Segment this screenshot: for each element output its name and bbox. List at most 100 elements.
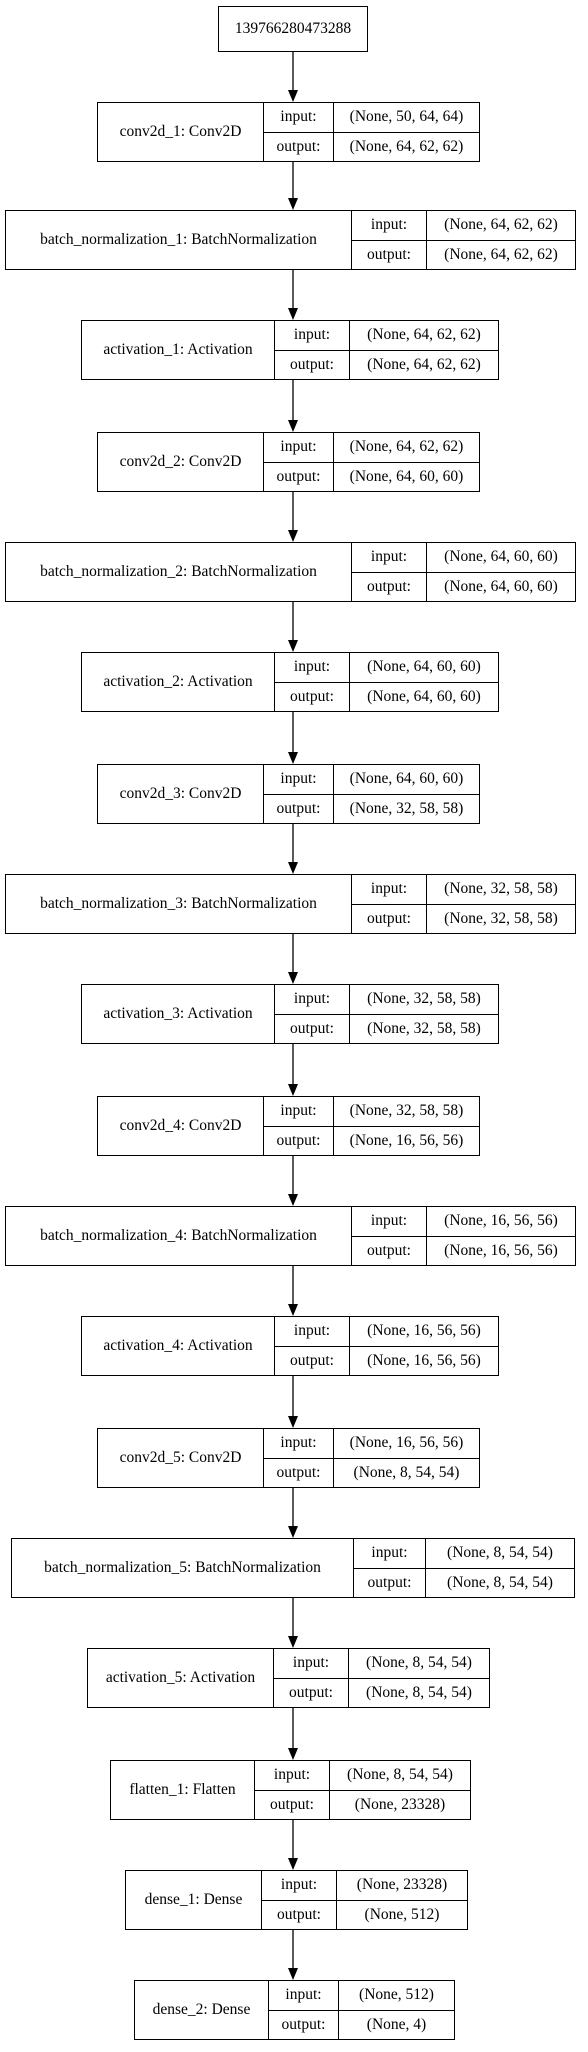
model-root-node: 139766280473288 xyxy=(218,6,368,52)
layer-output-row: output:(None, 64, 60, 60) xyxy=(352,571,575,601)
layer-input-label: input: xyxy=(255,1761,330,1790)
layer-input-row: input:(None, 8, 54, 54) xyxy=(354,1539,574,1568)
layer-io-table: input:(None, 32, 58, 58)output:(None, 16… xyxy=(264,1097,479,1155)
model-root-label: 139766280473288 xyxy=(234,20,352,37)
layer-node: batch_normalization_3: BatchNormalizatio… xyxy=(5,874,576,934)
layer-input-label: input: xyxy=(264,765,334,794)
layer-input-shape: (None, 16, 56, 56) xyxy=(349,1434,464,1452)
layer-input-row: input:(None, 32, 58, 58) xyxy=(264,1097,479,1126)
layer-node: batch_normalization_2: BatchNormalizatio… xyxy=(5,542,576,602)
layer-io-table: input:(None, 512)output:(None, 4) xyxy=(269,1981,454,2039)
layer-input-label: input: xyxy=(275,653,350,682)
layer-input-shape: (None, 512) xyxy=(359,1986,434,2004)
layer-input-label: input: xyxy=(352,1207,427,1236)
layer-input-shape: (None, 8, 54, 54) xyxy=(447,1544,553,1562)
layer-input-row: input:(None, 64, 60, 60) xyxy=(352,543,575,572)
layer-output-label: output: xyxy=(275,1346,350,1375)
layer-io-table: input: (None, 8, 54, 54)output: (None, 8, … xyxy=(274,1649,489,1707)
layer-node: batch_normalization_4: BatchNormalizatio… xyxy=(5,1206,576,1266)
layer-io-table: input:(None, 64, 62, 62)output:(None, 64… xyxy=(264,433,479,491)
layer-input-shape: (None, 32, 58, 58) xyxy=(444,880,558,898)
layer-input-shape: (None, 8, 54, 54) xyxy=(347,1766,453,1784)
layer-output-row: output:(None, 16, 56, 56) xyxy=(352,1235,575,1265)
layer-output-shape: (None, 32, 58, 58) xyxy=(367,1019,481,1037)
layer-input-label: input: xyxy=(352,875,427,904)
layer-output-shape: (None, 8, 54, 54) xyxy=(366,1683,472,1701)
layer-input-shape: (None, 32, 58, 58) xyxy=(367,990,481,1008)
layer-input-label: input: xyxy=(274,1649,349,1678)
layer-output-shape: (None, 64, 62, 62) xyxy=(444,245,558,263)
layer-name: batch_normalization_3: BatchNormalizatio… xyxy=(6,875,352,933)
layer-output-label: output: xyxy=(352,904,427,933)
layer-input-row: input:(None, 64, 62, 62) xyxy=(275,321,498,350)
layer-output-row: output:(None, 64, 60, 60) xyxy=(275,681,498,711)
layer-output-shape: (None, 64, 62, 62) xyxy=(367,355,481,373)
layer-output-row: output:(None, 8, 54, 54) xyxy=(264,1457,479,1487)
edge-arrowhead xyxy=(288,1526,298,1538)
layer-io-table: input:(None, 50, 64, 64)output:(None, 64… xyxy=(264,103,479,161)
layer-output-shape: (None, 8, 54, 54) xyxy=(353,1463,460,1481)
layer-output-shape: (None, 64, 60, 60) xyxy=(444,577,558,595)
layer-input-label: input: xyxy=(264,1097,334,1126)
layer-input-label: input: xyxy=(275,321,350,350)
layer-output-label: output: xyxy=(352,240,427,269)
layer-io-table: input:(None, 16, 56, 56)output:(None, 8,… xyxy=(264,1429,479,1487)
layer-io-table: input: (None, 8, 54, 54) output: (None, 233… xyxy=(255,1761,470,1819)
layer-input-row: input: (None, 512) xyxy=(269,1981,454,2010)
edge-arrowhead xyxy=(288,1858,298,1870)
layer-input-row: input:(None, 16, 56, 56) xyxy=(264,1429,479,1458)
layer-name: dense_2: Dense xyxy=(135,1981,269,2039)
edge-arrowhead xyxy=(288,1636,298,1648)
layer-output-row: output: (None, 64, 62, 62) xyxy=(352,239,575,269)
layer-name: batch_normalization_1: BatchNormalizatio… xyxy=(6,211,352,269)
layer-io-table: input: (None, 16, 56, 56) output:(None, 16… xyxy=(352,1207,575,1265)
edge-arrowhead xyxy=(288,1416,298,1428)
layer-output-row: output: (None, 8, 54, 54) xyxy=(274,1677,489,1707)
layer-output-shape: (None, 64, 62, 62) xyxy=(349,137,464,155)
edge-arrowhead xyxy=(288,862,298,874)
edge-arrowhead xyxy=(288,530,298,542)
layer-name: batch_normalization_2: BatchNormalizatio… xyxy=(6,543,352,601)
layer-output-row: output:(None, 16, 56, 56) xyxy=(264,1125,479,1155)
layer-output-shape: (None, 64, 60, 60) xyxy=(367,687,481,705)
layer-output-shape: (None, 16, 56, 56) xyxy=(367,1351,481,1369)
layer-io-table: input:(None, 64, 60, 60)output:(None, 64… xyxy=(352,543,575,601)
layer-name: conv2d_2: Conv2D xyxy=(98,433,264,491)
edge-arrowhead xyxy=(288,90,298,102)
layer-output-shape: (None, 32, 58, 58) xyxy=(349,799,464,817)
edge-arrowhead xyxy=(288,1748,298,1760)
layer-input-row: input:(None, 50, 64, 64) xyxy=(264,103,479,132)
layer-input-shape: (None, 16, 56, 56) xyxy=(444,1212,558,1230)
layer-output-label: output: xyxy=(264,462,334,491)
edge-arrowhead xyxy=(288,972,298,984)
layer-name: activation_5: Activation xyxy=(88,1649,274,1707)
layer-output-label: output: xyxy=(354,1568,426,1597)
layer-output-shape: (None, 23328) xyxy=(354,1795,446,1813)
layer-output-row: output:(None, 32, 58, 58) xyxy=(275,1013,498,1043)
layer-output-row: output:(None, 32, 58, 58) xyxy=(264,793,479,823)
layer-input-label: input: xyxy=(275,985,350,1014)
layer-output-row: output:(None, 32, 58, 58) xyxy=(352,903,575,933)
layer-name: dense_1: Dense xyxy=(126,1871,262,1929)
layer-io-table: input:(None, 23328)output:(None, 512) xyxy=(262,1871,467,1929)
layer-output-row: output:(None, 512) xyxy=(262,1899,467,1929)
layer-output-row: output:(None, 8, 54, 54) xyxy=(354,1567,574,1597)
layer-input-label: input: xyxy=(269,1981,339,2010)
layer-output-shape: (None, 16, 56, 56) xyxy=(349,1131,464,1149)
layer-input-shape: (None, 16, 56, 56) xyxy=(367,1322,481,1340)
layer-input-shape: (None, 64, 62, 62) xyxy=(349,438,464,456)
layer-name: activation_1: Activation xyxy=(82,321,275,379)
layer-name: conv2d_5: Conv2D xyxy=(98,1429,264,1487)
layer-output-label: output: xyxy=(255,1790,330,1819)
layer-input-shape: (None, 23328) xyxy=(356,1876,448,1894)
layer-output-label: output: xyxy=(274,1678,349,1707)
edge-arrowhead xyxy=(288,640,298,652)
layer-input-row: input:(None, 64, 60, 60) xyxy=(275,653,498,682)
